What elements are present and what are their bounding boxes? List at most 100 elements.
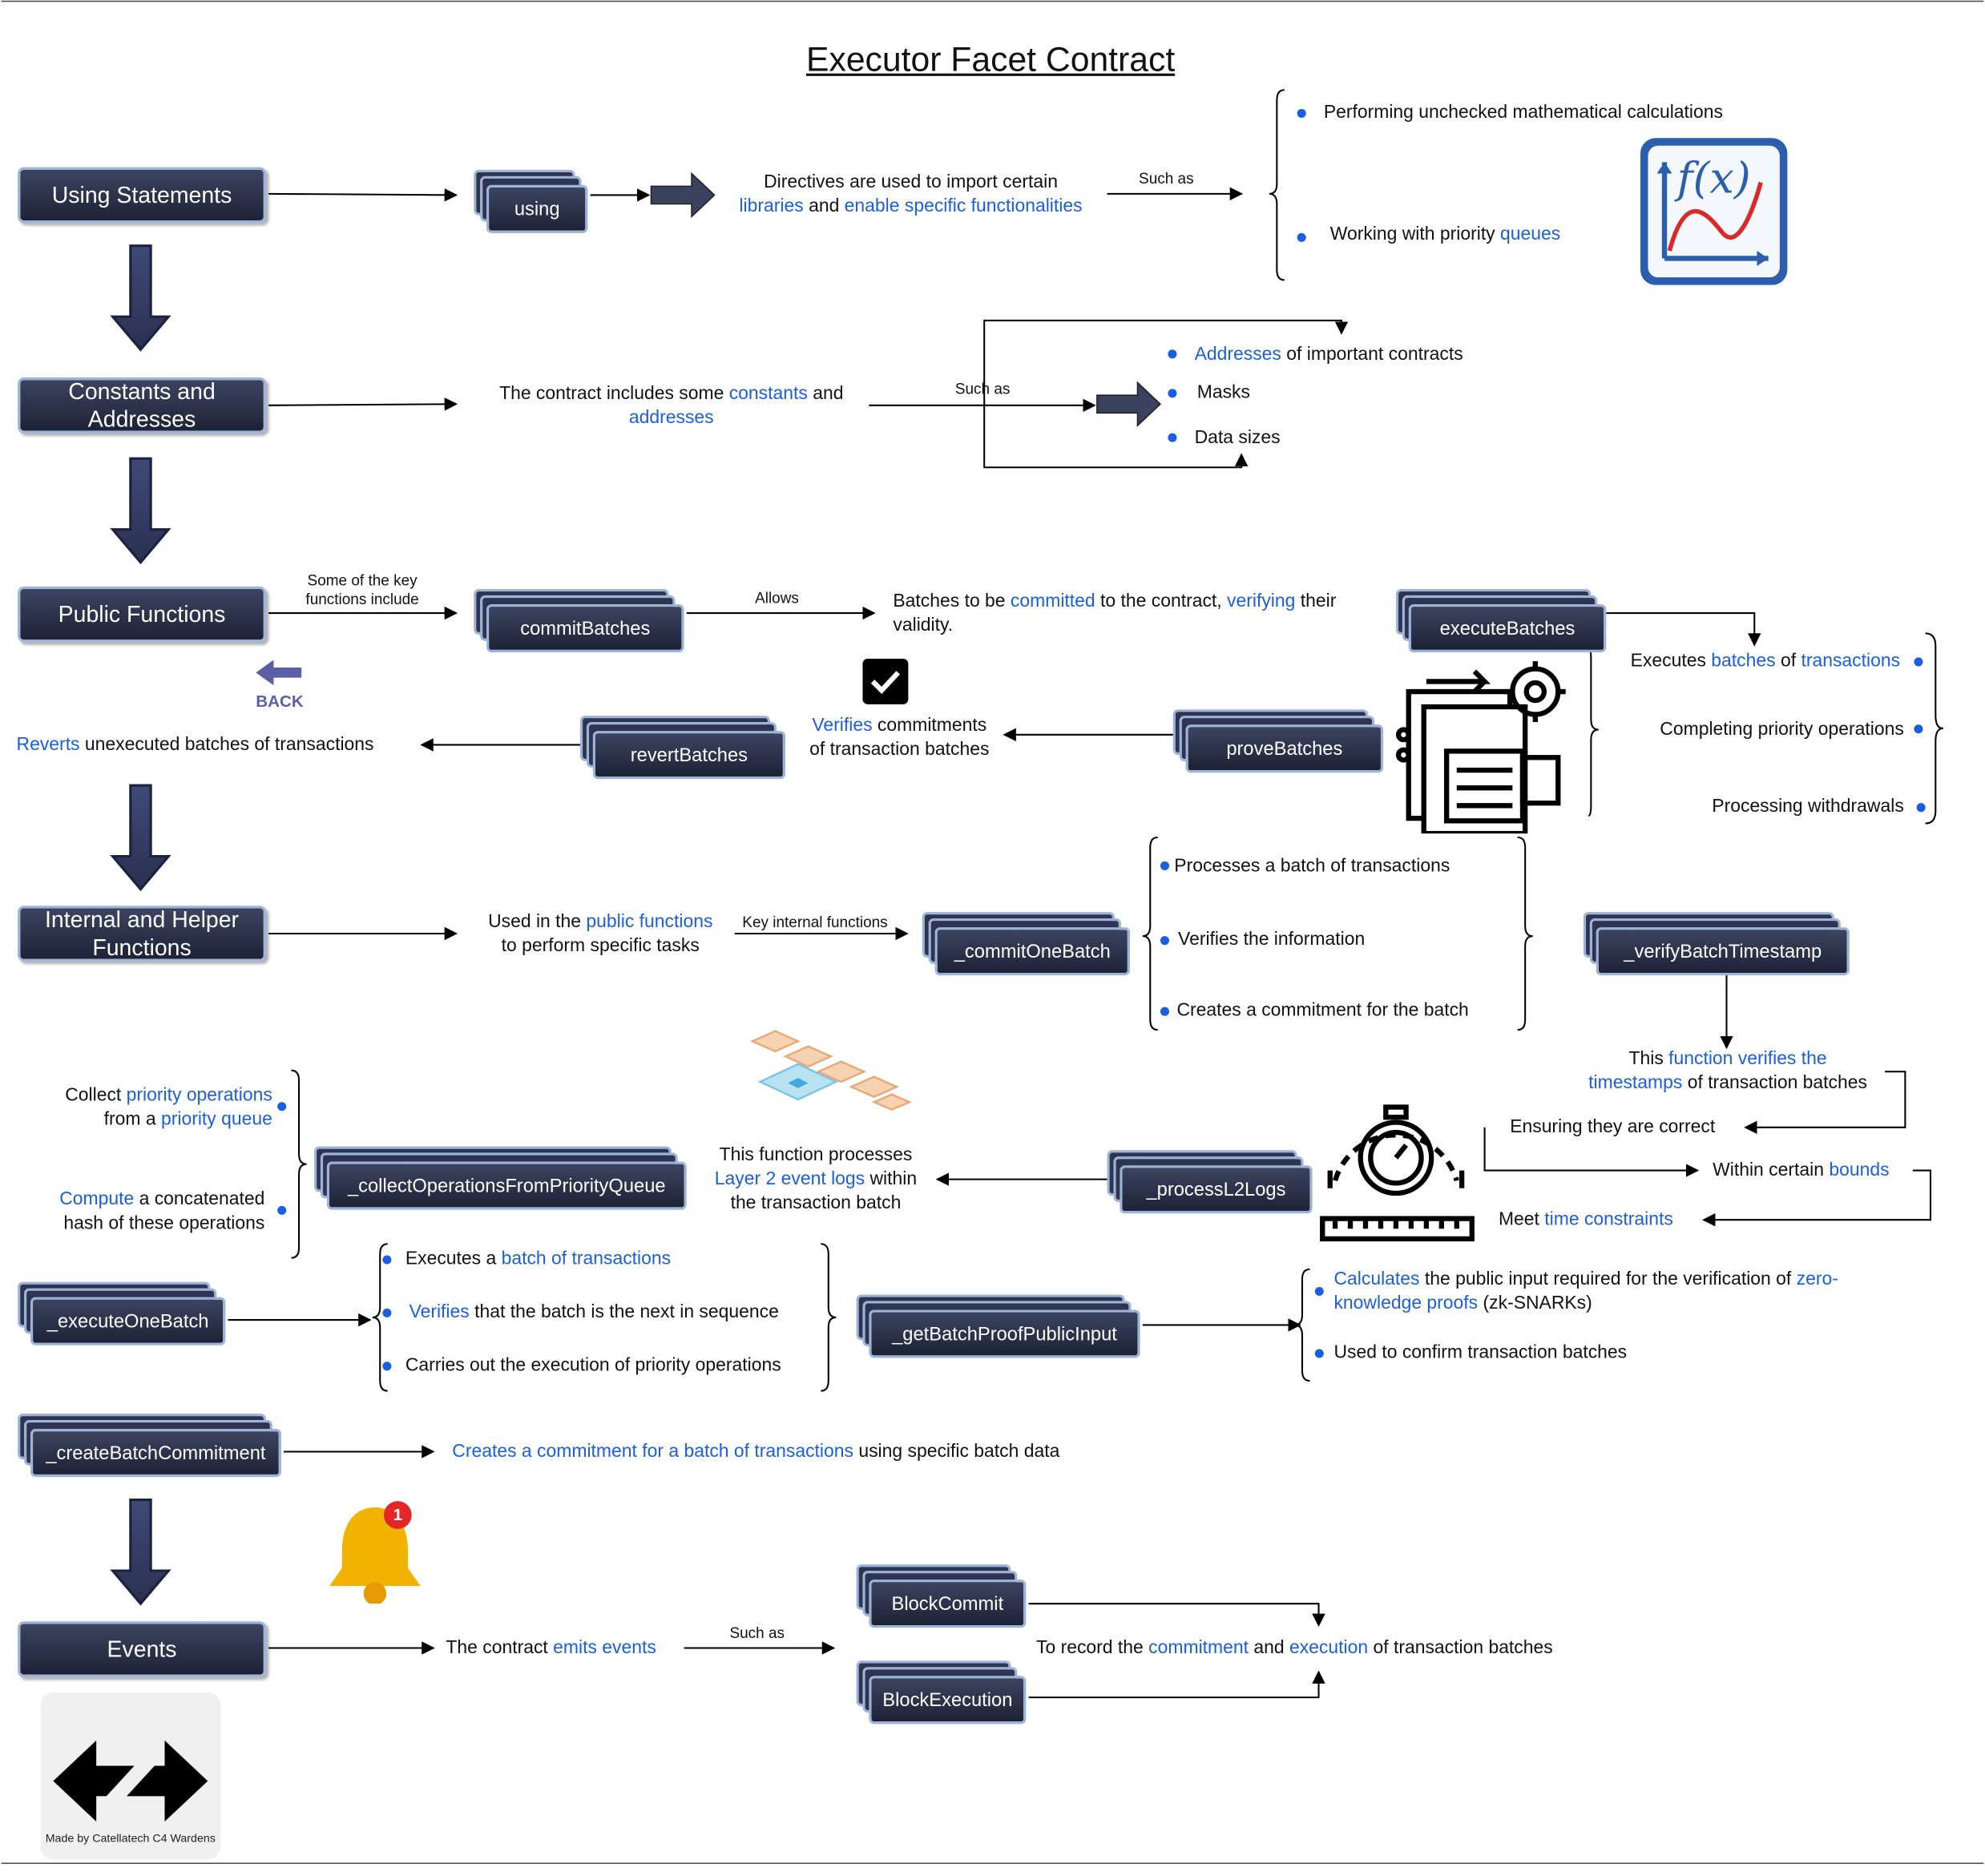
- commit-one-item-1: Processes a batch of transactions: [1174, 856, 1450, 877]
- create-batch-commitment-stack: _createBatchCommitment: [18, 1414, 284, 1478]
- block-execution-box: BlockExecution: [869, 1676, 1027, 1725]
- execute-batches-box: executeBatches: [1408, 603, 1607, 653]
- bullet: [1297, 108, 1306, 119]
- exec-item-3: Processing withdrawals: [1712, 797, 1904, 817]
- constants-item-3: Data sizes: [1194, 428, 1281, 449]
- process-l2-logs-stack: _processL2Logs: [1107, 1150, 1315, 1214]
- execute-one-item-2: Verifies that the batch is the next in s…: [409, 1301, 779, 1323]
- collect-operations-box: _collectOperationsFromPriorityQueue: [326, 1161, 687, 1210]
- create-batch-commitment-box: _createBatchCommitment: [30, 1429, 281, 1478]
- bullet: [382, 1362, 392, 1371]
- events-description: The contract emits events: [446, 1637, 656, 1659]
- timestamp-description: This function verifies the timestamps of…: [1588, 1048, 1867, 1094]
- bullet: [1168, 433, 1177, 442]
- proof-input-item-2: Used to confirm transaction batches: [1333, 1342, 1628, 1363]
- proof-input-item-1: Calculates the public input required for…: [1333, 1269, 1838, 1314]
- layer2-blocks-icon: [735, 1023, 914, 1140]
- revert-description: Reverts unexecuted batches of transactio…: [16, 734, 374, 756]
- function-graph-icon: f(x): [1636, 135, 1791, 289]
- commit-one-batch-stack: _commitOneBatch: [922, 912, 1132, 976]
- section-constants-addresses: Constants and Addresses: [18, 377, 266, 434]
- timestamp-item-2: Within certain bounds: [1713, 1160, 1890, 1181]
- bullet: [277, 1102, 287, 1111]
- bullet: [1160, 1007, 1169, 1016]
- proof-public-input-box: _getBatchProofPublicInput: [869, 1309, 1140, 1358]
- bullet: [1914, 724, 1923, 734]
- block-arrows: [650, 171, 1162, 427]
- collect-item-2: Compute a concatenated hash of these ope…: [59, 1189, 265, 1234]
- block-commit-stack: BlockCommit: [856, 1564, 1029, 1628]
- allows-label: Allows: [755, 589, 799, 607]
- section-internal-helper: Internal and Helper Functions: [18, 906, 266, 962]
- bullet: [1160, 861, 1169, 870]
- constants-item-2: Masks: [1196, 382, 1251, 403]
- credit-logo: Made by Catellatech C4 Wardens: [40, 1692, 221, 1860]
- timestamp-item-1: Ensuring they are correct: [1510, 1117, 1716, 1138]
- exec-item-2: Completing priority operations: [1660, 719, 1904, 740]
- events-record-description: To record the commitment and execution o…: [1036, 1637, 1553, 1659]
- bullet: [1314, 1349, 1324, 1358]
- exec-item-1: Executes batches of transactions: [1630, 651, 1901, 672]
- commit-batches-stack: commitBatches: [474, 589, 687, 653]
- prove-batches-stack: proveBatches: [1172, 709, 1386, 773]
- proof-public-input-stack: _getBatchProofPublicInput: [856, 1294, 1143, 1358]
- page-title: Executor Facet Contract: [806, 40, 1176, 79]
- execute-one-item-3: Carries out the execution of priority op…: [405, 1355, 781, 1376]
- execute-batches-stack: executeBatches: [1395, 589, 1609, 653]
- internal-description: Used in the public functions to perform …: [488, 912, 713, 957]
- commit-one-batch-box: _commitOneBatch: [934, 927, 1130, 976]
- using-item-2: Working with priority queues: [1329, 224, 1561, 245]
- execute-one-item-1: Executes a batch of transactions: [405, 1249, 672, 1269]
- such-as-label-3: Such as: [729, 1624, 785, 1642]
- notification-count-badge: 1: [393, 1504, 403, 1524]
- such-as-label-2: Such as: [954, 380, 1011, 398]
- commit-one-item-3: Creates a commitment for the batch: [1176, 1000, 1469, 1022]
- l2-logs-description: This function processes Layer 2 event lo…: [714, 1144, 918, 1214]
- commit-batches-box: commitBatches: [486, 603, 684, 653]
- double-arrow-icon: [53, 1740, 208, 1822]
- notification-bell-icon: 1: [325, 1497, 426, 1605]
- using-item-1: Performing unchecked mathematical calcul…: [1323, 103, 1723, 123]
- checkbox-checked-icon: [861, 657, 910, 705]
- batch-processing-icon: [1395, 656, 1575, 837]
- bullet: [1160, 936, 1169, 946]
- using-box: using: [486, 184, 588, 233]
- process-l2-logs-box: _processL2Logs: [1120, 1165, 1313, 1214]
- using-stack: using: [474, 169, 590, 233]
- collect-item-1: Collect priority operations from a prior…: [65, 1085, 272, 1130]
- create-commitment-description: Creates a commitment for a batch of tran…: [452, 1441, 1060, 1462]
- commit-description: Batches to be committed to the contract,…: [893, 591, 1337, 636]
- verify-timestamp-box: _verifyBatchTimestamp: [1596, 927, 1850, 976]
- section-using-statements: Using Statements: [18, 167, 266, 224]
- key-internal-label: Key internal functions: [742, 913, 888, 931]
- block-execution-stack: BlockExecution: [856, 1660, 1029, 1725]
- revert-batches-box: revertBatches: [592, 731, 786, 780]
- section-public-functions: Public Functions: [18, 586, 266, 643]
- collect-operations-stack: _collectOperationsFromPriorityQueue: [314, 1146, 689, 1210]
- bullet: [1916, 803, 1926, 813]
- down-arrows: [110, 244, 171, 1606]
- using-description: Directives are used to import certain li…: [739, 171, 1083, 217]
- svg-text:f(x): f(x): [1674, 152, 1751, 203]
- prove-batches-box: proveBatches: [1185, 724, 1384, 773]
- bullet: [1168, 389, 1177, 398]
- bullet: [382, 1308, 392, 1317]
- bullet: [382, 1255, 392, 1265]
- revert-batches-stack: revertBatches: [579, 716, 788, 780]
- constants-description: The contract includes some constants and…: [499, 383, 844, 429]
- verify-timestamp-stack: _verifyBatchTimestamp: [1583, 912, 1852, 976]
- back-icon: BACK: [253, 659, 306, 710]
- section-events: Events: [18, 1621, 266, 1677]
- bullet: [1168, 349, 1177, 359]
- such-as-label-1: Such as: [1139, 169, 1194, 188]
- timestamp-item-3: Meet time constraints: [1498, 1209, 1673, 1230]
- constants-item-1: Addresses of important contracts: [1194, 344, 1463, 365]
- execute-one-batch-stack: _executeOneBatch: [18, 1281, 228, 1345]
- block-commit-box: BlockCommit: [869, 1579, 1027, 1628]
- prove-description: Verifies commitments of transaction batc…: [809, 716, 990, 760]
- bullet: [1297, 232, 1306, 242]
- credit-text: Made by Catellatech C4 Wardens: [45, 1831, 216, 1845]
